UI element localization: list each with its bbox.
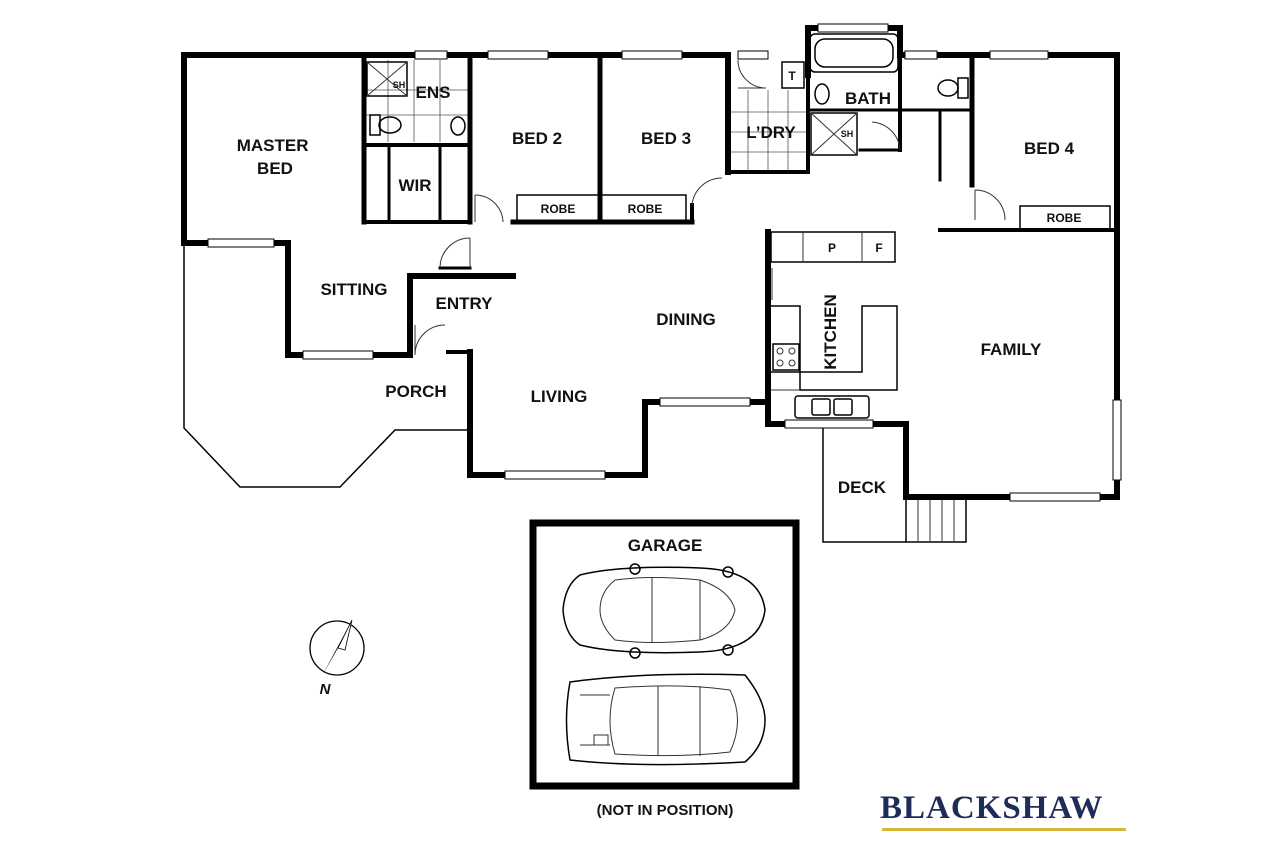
compass-north-label: N [320,681,332,698]
ensuite-shower [366,61,408,97]
laundry-tiles [728,90,808,172]
ensuite-tiles [364,60,468,142]
label-family: FAMILY [981,340,1042,359]
label-bath: BATH [845,89,891,108]
label-bed-4: BED 4 [1024,139,1075,158]
wc-toilet-icon [937,77,969,99]
car-icon [562,563,766,659]
label-deck: DECK [838,478,887,497]
brand-logo: BLACKSHAW [880,790,1104,826]
north-compass-icon [309,619,365,676]
label-entry: ENTRY [436,294,494,313]
car-icon [565,673,766,766]
label-robe: ROBE [1047,211,1082,225]
deck-outline [822,424,906,543]
label-kitchen: KITCHEN [821,294,840,370]
ensuite-toilet-icon [369,114,402,136]
garage-position-note: (NOT IN POSITION) [596,802,734,819]
exterior-walls [181,25,1120,500]
label-porch: PORCH [385,382,446,401]
kitchen-sink-icon [794,395,870,419]
bath-shower [810,112,858,156]
label-wir: WIR [398,176,431,195]
brand-underline [882,828,1126,831]
robes [516,194,1111,231]
label-fridge: F [875,241,882,255]
ensuite-basin-icon [450,116,466,136]
label-bed-2: BED 2 [512,129,562,148]
label-robe: ROBE [541,202,576,216]
label-living: LIVING [531,387,588,406]
label-master-bed: MASTER BED [237,136,314,178]
kitchen-joinery [770,231,898,391]
label-shower: SH [841,129,854,139]
bathtub-icon [809,33,899,73]
label-ens: ENS [416,83,451,102]
label-robe: ROBE [628,202,663,216]
windows [207,23,1122,502]
laundry-tub [781,61,805,89]
label-toilet: T [788,69,796,83]
label-bed-3: BED 3 [641,129,691,148]
bath-basin-icon [814,83,830,105]
door-swings [414,59,1006,356]
label-shower: SH [393,80,406,90]
label-sitting: SITTING [320,280,387,299]
label-laundry: L’DRY [746,123,796,142]
cooktop-icon [772,343,800,371]
garage-outline [529,519,800,790]
deck-steps [905,496,967,543]
verandah-outline [183,243,470,488]
label-dining: DINING [656,310,716,329]
label-pantry: P [828,241,836,255]
label-garage: GARAGE [628,536,703,555]
